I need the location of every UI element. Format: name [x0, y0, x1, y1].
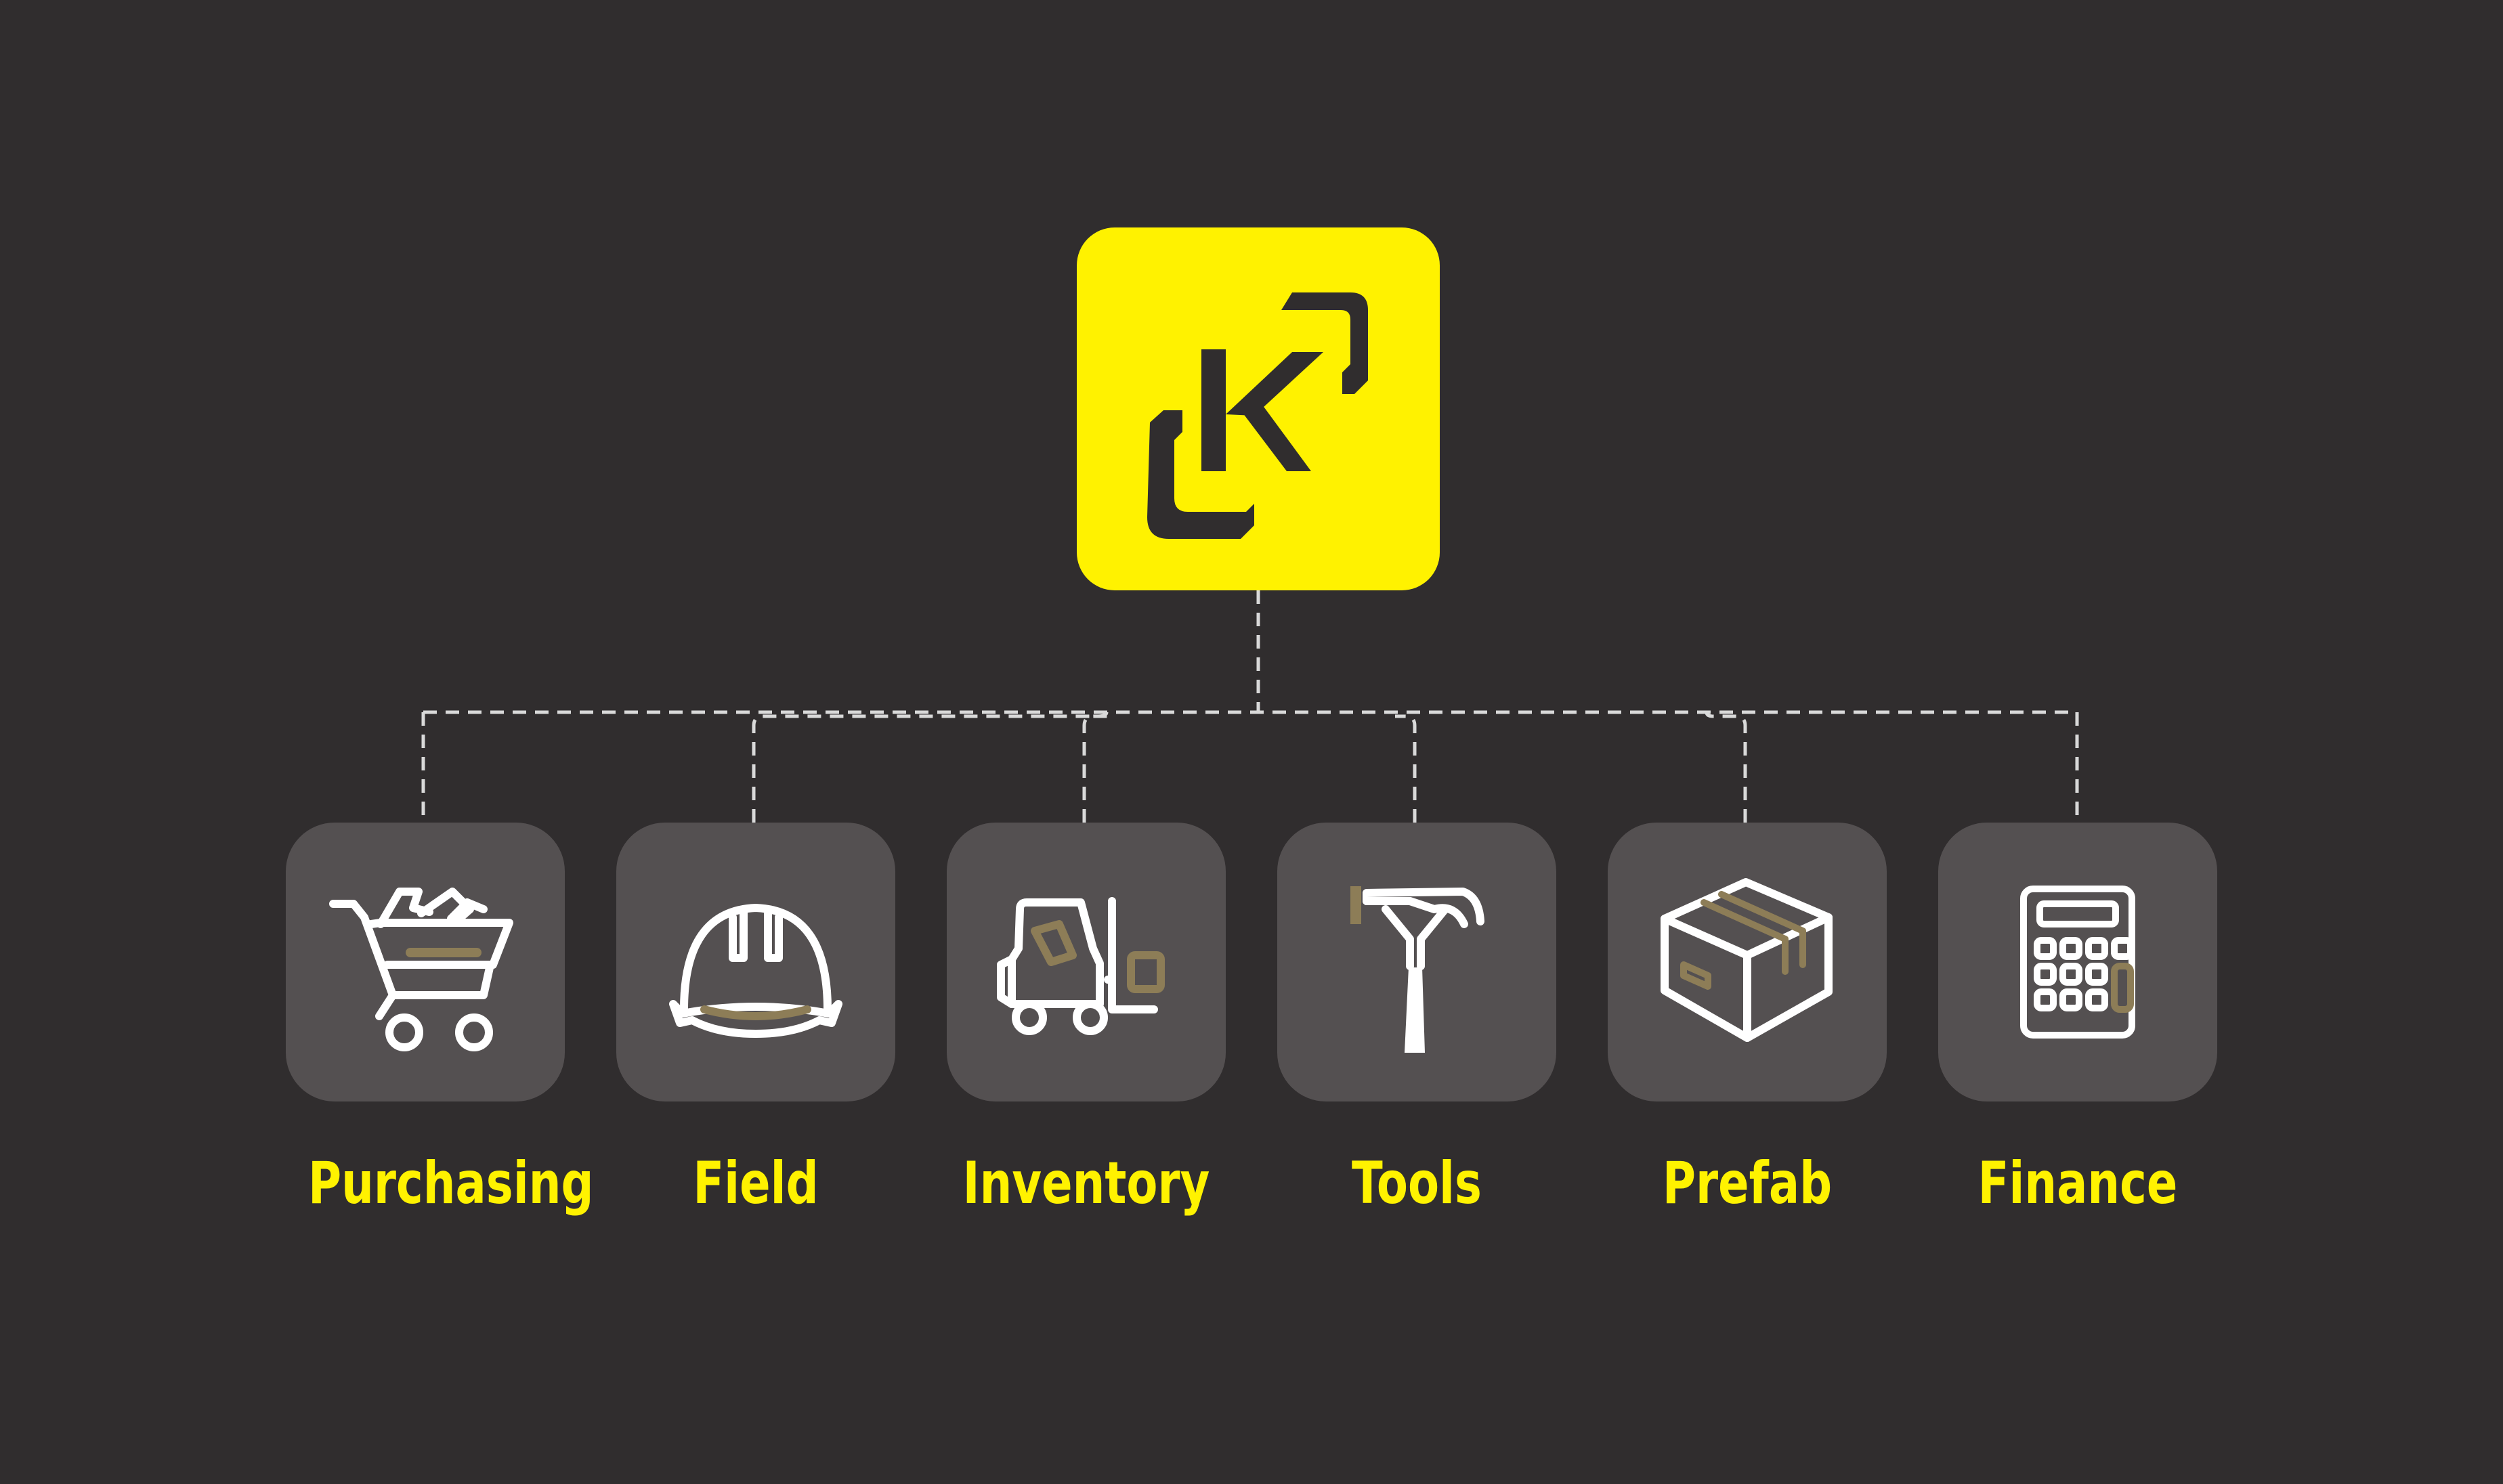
module-label-finance: Finance: [1977, 1150, 2178, 1217]
module-label-tools: Tools: [1352, 1150, 1482, 1217]
k-logo: [1077, 227, 1440, 590]
connector-drop-tools: [1395, 714, 1417, 823]
forklift-icon: [997, 897, 1165, 1035]
module-tile-prefab[interactable]: [1608, 823, 1887, 1101]
module-tile-field[interactable]: [616, 823, 895, 1101]
module-label-prefab: Prefab: [1662, 1150, 1833, 1217]
connector-drop-inventory: [1082, 714, 1115, 823]
module-label-inventory: Inventory: [962, 1150, 1210, 1217]
box-icon: [1661, 878, 1833, 1042]
connector-drop-field: [752, 712, 1109, 823]
module-tile-purchasing[interactable]: [286, 823, 565, 1101]
calculator-icon: [2020, 886, 2135, 1039]
module-tile-tools[interactable]: [1277, 823, 1556, 1101]
shopping-cart-icon: [329, 888, 513, 1051]
hammer-icon: [1350, 886, 1484, 1053]
connector-drop-prefab: [1705, 712, 1747, 823]
module-label-purchasing: Purchasing: [308, 1150, 594, 1217]
module-tile-finance[interactable]: [1938, 823, 2217, 1101]
module-label-field: Field: [693, 1150, 819, 1217]
module-tile-inventory[interactable]: [947, 823, 1226, 1101]
k-logo-icon: [1147, 292, 1368, 539]
hard-hat-icon: [669, 904, 842, 1038]
